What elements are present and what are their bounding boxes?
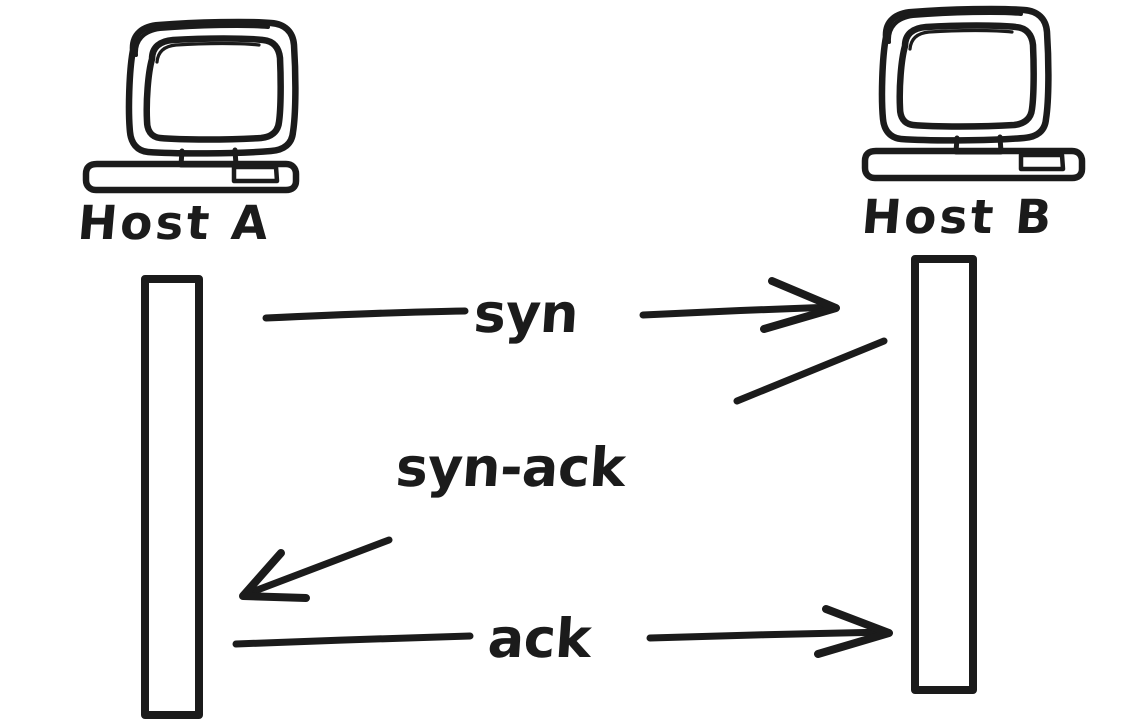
syn-ack-arrow (239, 337, 888, 602)
host-a-label: Host A (75, 196, 274, 251)
host-b-base-unit (861, 147, 1086, 182)
host-a-lifeline (141, 275, 203, 719)
ack-arrow (232, 605, 893, 658)
syn-arrow (262, 277, 840, 333)
message-label-syn: syn (471, 282, 581, 345)
message-label-syn-ack: syn-ack (393, 436, 628, 499)
host-b-lifeline (911, 255, 977, 694)
host-a-monitor-screen (143, 35, 284, 143)
message-label-ack: ack (485, 607, 594, 670)
host-b-monitor-screen (896, 22, 1037, 130)
host-a-base-unit (82, 160, 300, 194)
host-a-monitor-outer-shell (125, 18, 299, 157)
host-b-label: Host B (859, 190, 1057, 245)
host-b-monitor-outer-shell (878, 5, 1052, 144)
